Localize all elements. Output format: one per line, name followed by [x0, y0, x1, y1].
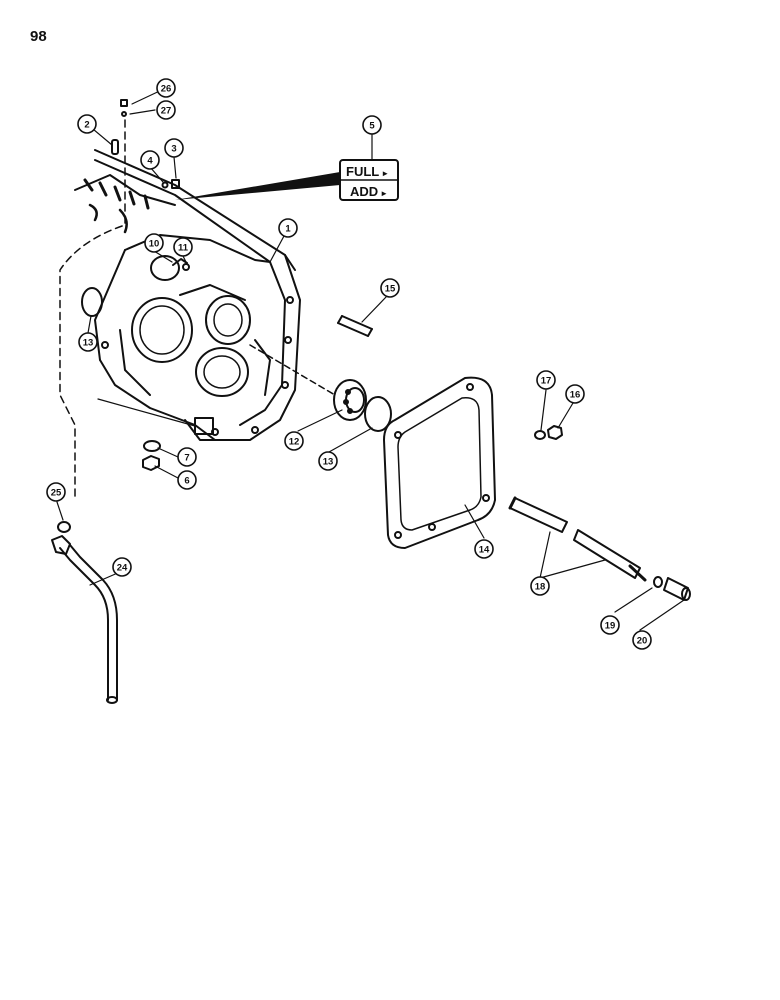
washer-19 [653, 576, 663, 588]
callout-7: 7 [177, 447, 197, 467]
callout-10: 10 [144, 233, 164, 253]
snap-ring-right [364, 396, 392, 432]
svg-text:20: 20 [637, 636, 648, 647]
svg-text:11: 11 [178, 243, 189, 254]
callout-26: 26 [156, 78, 176, 98]
washer-4 [161, 181, 169, 189]
callout-24: 24 [112, 557, 132, 577]
svg-text:17: 17 [541, 376, 552, 387]
callout-27: 27 [156, 100, 176, 120]
sleeve-20 [663, 577, 691, 601]
pin-2 [111, 139, 119, 155]
dipstick-gauge [175, 159, 399, 201]
svg-text:3: 3 [171, 144, 176, 155]
nut-16 [547, 425, 563, 440]
washer-7 [143, 440, 161, 452]
svg-text:14: 14 [479, 545, 490, 556]
bearing-part [333, 379, 367, 421]
svg-text:26: 26 [161, 84, 172, 95]
tube-24 [51, 535, 118, 704]
callout-17: 17 [536, 370, 556, 390]
cover-gasket [383, 376, 496, 549]
callout-11: 11 [173, 237, 193, 257]
gauge-full-label: FULL► [346, 164, 389, 179]
bracket-10 [172, 258, 188, 266]
svg-text:27: 27 [161, 106, 172, 117]
svg-text:25: 25 [51, 488, 62, 499]
svg-text:4: 4 [147, 156, 153, 167]
callout-20: 20 [632, 630, 652, 650]
svg-text:1: 1 [285, 224, 291, 235]
svg-text:16: 16 [570, 390, 581, 401]
callout-13-left: 13 [78, 332, 98, 352]
callout-16: 16 [565, 384, 585, 404]
washer-27 [121, 111, 127, 117]
callout-5: 5 [362, 115, 382, 135]
svg-text:10: 10 [149, 239, 160, 250]
callout-6: 6 [177, 470, 197, 490]
svg-text:24: 24 [117, 563, 128, 574]
shaft-assembly [508, 496, 647, 582]
page-number: 98 [30, 28, 47, 45]
svg-text:7: 7 [184, 453, 189, 464]
fitting-26 [120, 99, 128, 107]
snap-ring-left [81, 287, 103, 317]
washer-17 [534, 430, 546, 440]
svg-text:2: 2 [84, 120, 89, 131]
svg-text:6: 6 [184, 476, 189, 487]
callout-25: 25 [46, 482, 66, 502]
callout-18: 18 [530, 576, 550, 596]
plug-6 [142, 455, 160, 471]
clamp-25 [57, 521, 71, 533]
callout-4: 4 [140, 150, 160, 170]
svg-text:12: 12 [289, 437, 300, 448]
fitting-3 [171, 179, 180, 189]
callout-2: 2 [77, 114, 97, 134]
svg-text:19: 19 [605, 621, 616, 632]
transmission-case [74, 149, 301, 441]
callout-13-right: 13 [318, 451, 338, 471]
callout-1: 1 [278, 218, 298, 238]
callout-3: 3 [164, 138, 184, 158]
svg-text:18: 18 [535, 582, 546, 593]
gauge-add-label: ADD► [350, 184, 388, 199]
callout-15: 15 [380, 278, 400, 298]
svg-text:15: 15 [385, 284, 396, 295]
stud-part [337, 315, 373, 337]
callout-19: 19 [600, 615, 620, 635]
svg-text:13: 13 [83, 338, 94, 349]
callout-14: 14 [474, 539, 494, 559]
svg-text:5: 5 [369, 121, 375, 132]
svg-text:13: 13 [323, 457, 334, 468]
callout-12: 12 [284, 431, 304, 451]
bolt-11 [182, 263, 190, 271]
